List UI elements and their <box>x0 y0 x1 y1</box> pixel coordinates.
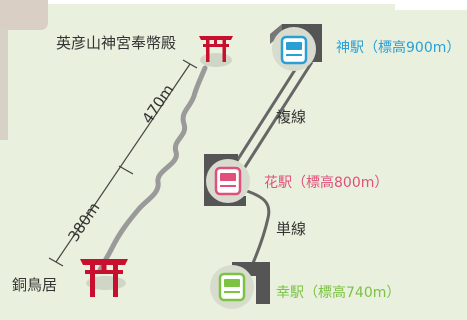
station-sachi-label: 幸駅（標高740m） <box>276 285 401 301</box>
station-hana-label: 花駅（標高800m） <box>264 175 389 191</box>
single-track-label: 単線 <box>276 220 307 238</box>
station-kami-label: 神駅（標高900m） <box>336 40 461 56</box>
double-track-label: 複線 <box>276 108 307 126</box>
torii-name-label: 銅鳥居 <box>12 276 58 294</box>
shrine-name-label: 英彦山神宮奉幣殿 <box>56 34 177 52</box>
